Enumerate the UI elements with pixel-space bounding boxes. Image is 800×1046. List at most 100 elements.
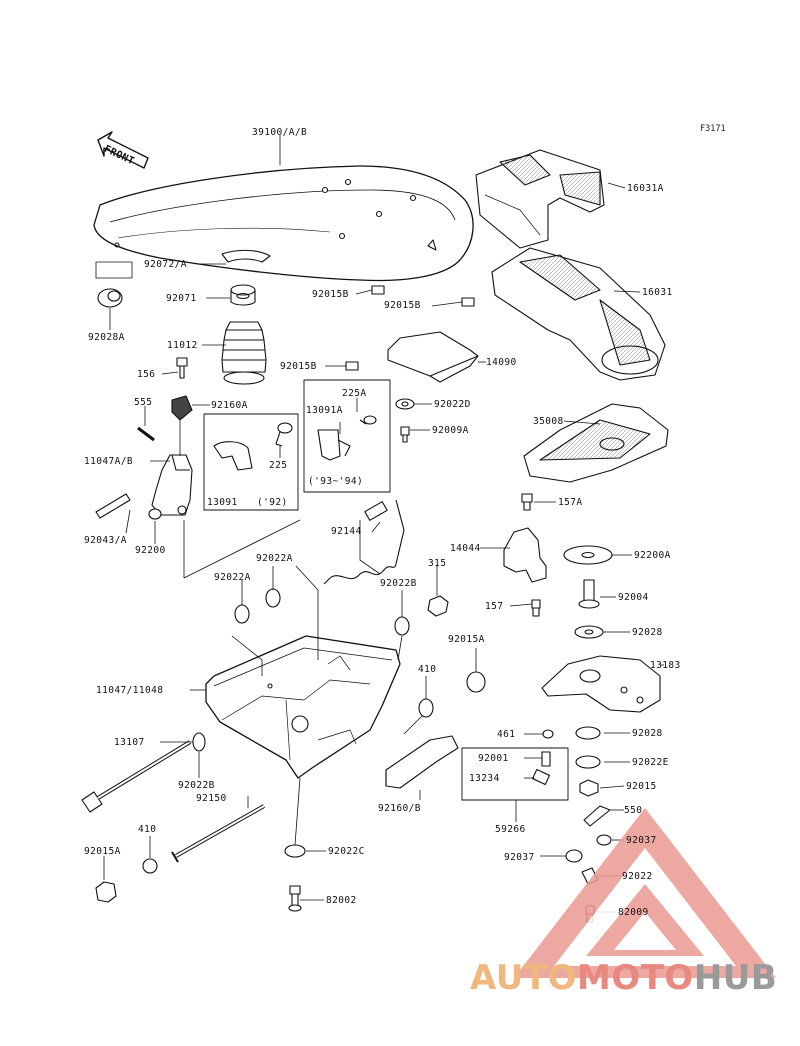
nut-92015A-1	[466, 671, 486, 693]
label-461: 461	[497, 729, 516, 740]
label-39100: 39100/A/B	[252, 127, 308, 138]
bolt-92150	[171, 804, 265, 863]
spring-92144	[323, 499, 405, 585]
label-13091: 13091	[207, 497, 238, 508]
label-225A: 225A	[342, 388, 367, 399]
label-92022: 92022	[622, 871, 653, 882]
grommet-92028A	[97, 288, 123, 308]
pin-555	[137, 426, 155, 442]
cable-end-92001	[541, 751, 551, 767]
bolt-157	[531, 599, 541, 617]
nut-92015	[579, 779, 599, 797]
washer-92022C	[284, 844, 306, 858]
washer-92028-2	[575, 726, 601, 740]
label-16031A: 16031A	[627, 183, 664, 194]
damper-92160A	[171, 395, 193, 421]
label-92037-1: 92037	[626, 835, 657, 846]
bracket-11047AB	[151, 454, 193, 516]
label-157: 157	[485, 601, 504, 612]
label-92200: 92200	[135, 545, 166, 556]
bracket-13091	[213, 441, 253, 471]
label-92022B-2: 92022B	[178, 780, 215, 791]
label-92160A: 92160A	[211, 400, 248, 411]
plate-13183	[541, 655, 661, 713]
label-550: 550	[624, 805, 643, 816]
washer-92022B-2	[192, 732, 206, 752]
watermark-part-3: HUB	[693, 958, 778, 998]
label-13091A: 13091A	[306, 405, 343, 416]
label-92072A: 92072/A	[144, 259, 187, 270]
cover-16031	[491, 247, 666, 381]
label-14044: 14044	[450, 543, 481, 554]
part-461	[542, 729, 554, 739]
label-59266: 59266	[495, 824, 526, 835]
label-82009: 82009	[618, 907, 649, 918]
inset-93-94	[303, 379, 391, 493]
clip-92037-2	[565, 849, 583, 863]
label-92150: 92150	[196, 793, 227, 804]
label-93-94: ('93~'94)	[308, 476, 364, 487]
watermark-part-1: AUTO	[470, 958, 577, 998]
inset-92	[203, 413, 299, 511]
label-11047AB: 11047A/B	[84, 456, 133, 467]
nut-315	[427, 595, 449, 617]
cap-92071	[230, 284, 256, 306]
label-92004: 92004	[618, 592, 649, 603]
watermark-logo	[514, 808, 776, 978]
label-92022A-2: 92022A	[214, 572, 251, 583]
washer-410-2	[142, 858, 158, 874]
washer-410-1	[418, 698, 434, 718]
pad-16031A	[475, 149, 605, 249]
label-92022B: 92022B	[380, 578, 417, 589]
label-410-1: 410	[418, 664, 437, 675]
label-555: 555	[134, 397, 153, 408]
bolt-156	[176, 357, 188, 379]
base-11047-11048	[205, 635, 401, 779]
clip-92015B-2	[461, 297, 475, 307]
inset-59266	[461, 747, 569, 801]
label-92001: 92001	[478, 753, 509, 764]
clip-92015B-3	[345, 361, 359, 371]
bolt-92009A	[400, 426, 410, 443]
washer-92200A	[563, 545, 613, 565]
clip-92037-1	[596, 834, 612, 846]
label-157A: 157A	[558, 497, 583, 508]
bolt-225A	[359, 415, 377, 425]
label-92009A: 92009A	[432, 425, 469, 436]
nut-92015A-2	[95, 881, 117, 903]
label-225: 225	[269, 460, 288, 471]
label-35008: 35008	[533, 416, 564, 427]
washer-92022A-1	[234, 604, 250, 624]
label-315: 315	[428, 558, 447, 569]
bracket-13091A	[317, 429, 351, 461]
washer-92022D	[395, 398, 415, 410]
bolt-13107	[81, 740, 192, 813]
label-16031: 16031	[642, 287, 673, 298]
label-92144: 92144	[331, 526, 362, 537]
label-13234: 13234	[469, 773, 500, 784]
washer-92028	[574, 625, 604, 639]
label-92015A-2: 92015A	[84, 846, 121, 857]
watermark-text: AUTOMOTOHUB	[470, 958, 777, 998]
figure-code: F3171	[700, 124, 726, 134]
label-13107: 13107	[114, 737, 145, 748]
label-92: ('92)	[257, 497, 288, 508]
label-92043A: 92043/A	[84, 535, 127, 546]
label-92015B-1: 92015B	[312, 289, 349, 300]
bracket-35008	[523, 403, 669, 483]
washer-92022B	[394, 616, 410, 636]
damper-92160B	[385, 735, 459, 789]
clip-92015B-1	[371, 285, 385, 295]
watermark-part-2: MOTO	[576, 958, 694, 998]
bolt-82002	[288, 885, 302, 912]
label-82002: 82002	[326, 895, 357, 906]
label-92022C: 92022C	[328, 846, 365, 857]
plate-14090	[387, 331, 479, 383]
label-92028A: 92028A	[88, 332, 125, 343]
fender-39100	[93, 165, 474, 282]
label-92015: 92015	[626, 781, 657, 792]
boot-11012	[221, 321, 267, 385]
label-410-2: 410	[138, 824, 157, 835]
label-92015A-1: 92015A	[448, 634, 485, 645]
